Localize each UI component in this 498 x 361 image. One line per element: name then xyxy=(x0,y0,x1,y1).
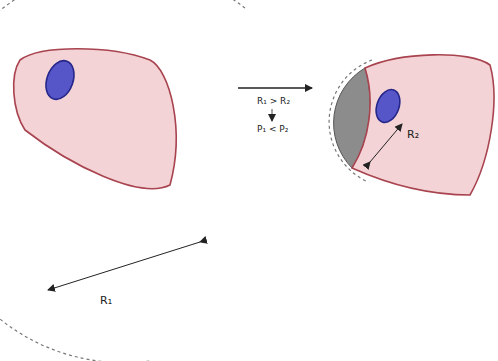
nucleus xyxy=(41,57,79,103)
radius-label: R₁ xyxy=(100,294,112,307)
cell-body xyxy=(352,55,494,195)
transition-arrow xyxy=(238,87,312,89)
radius-arrow xyxy=(48,242,200,290)
nucleus xyxy=(372,86,404,125)
relation-label: R₁ > R₂ xyxy=(257,96,290,107)
relation-label: P₁ < P₂ xyxy=(257,124,288,135)
radius-label: R₂ xyxy=(407,128,419,141)
implies-arrow xyxy=(272,109,273,121)
cell-body xyxy=(14,49,176,189)
radius-arrow xyxy=(370,124,402,162)
curvature-circle xyxy=(329,60,372,182)
curvature-circle xyxy=(0,0,245,361)
